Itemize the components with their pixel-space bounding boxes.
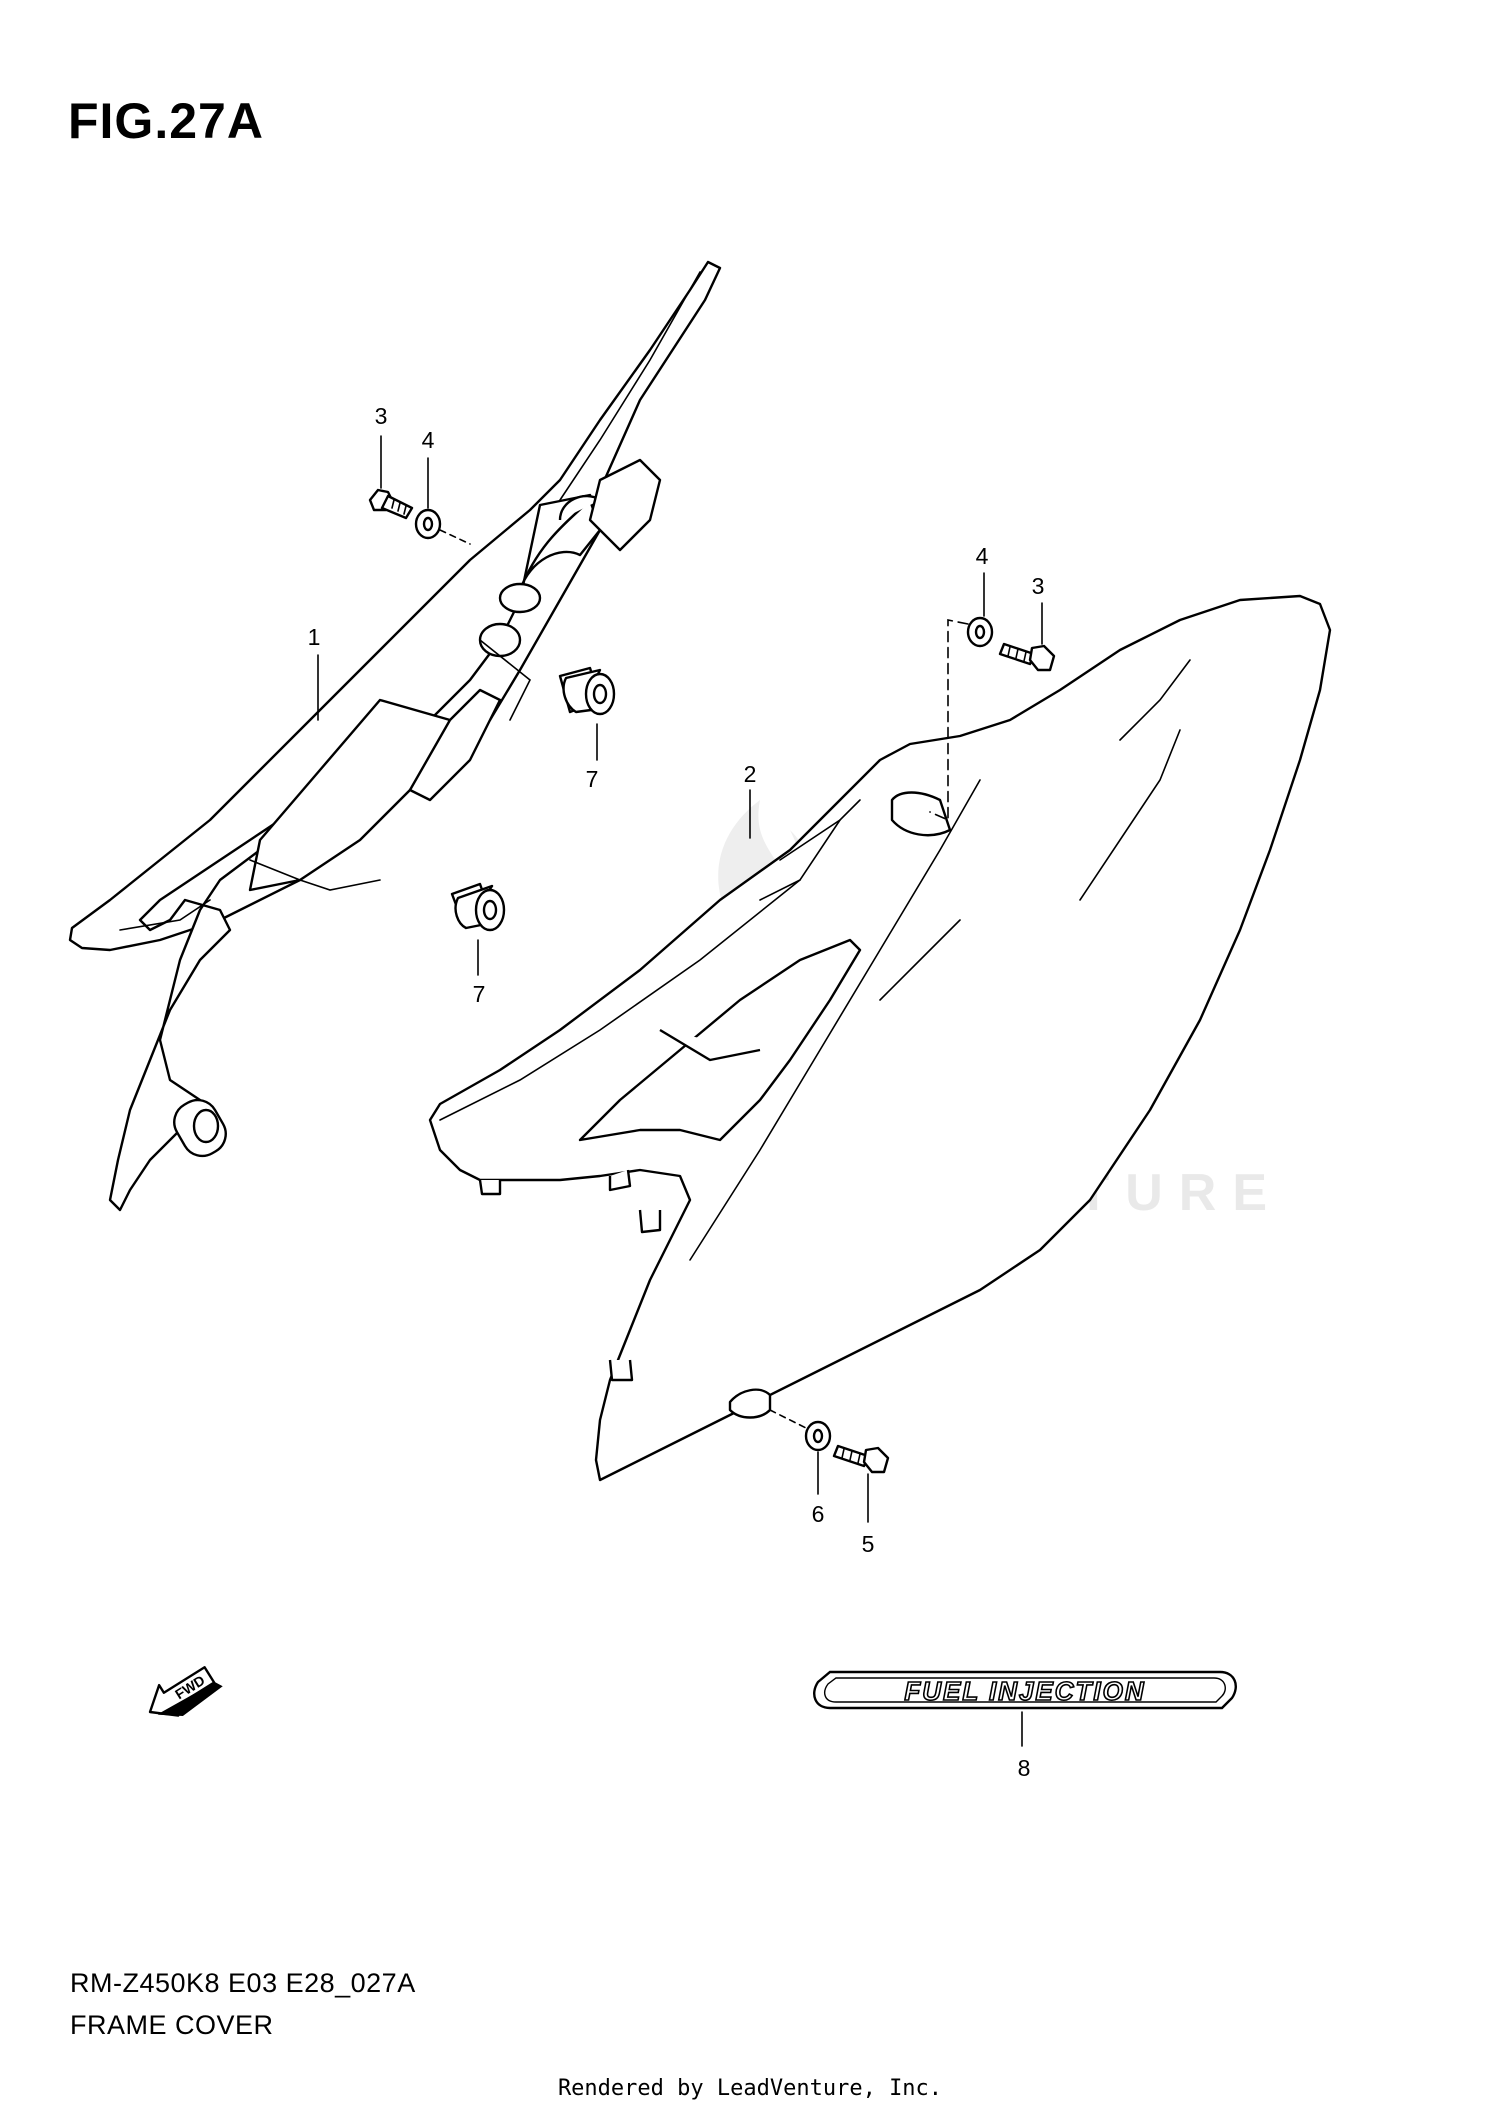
fwd-arrow-icon: FWD	[148, 1666, 223, 1717]
lower-boss	[173, 1098, 227, 1158]
callout-8: 8	[1018, 1755, 1031, 1781]
callout-1: 1	[308, 624, 321, 650]
part-3-bolt-upper-right[interactable]	[998, 642, 1056, 672]
upper-boss	[478, 458, 662, 658]
part-3-bolt-upper-left[interactable]	[368, 488, 414, 520]
callout-6: 6	[812, 1501, 825, 1527]
callout-7-upper: 7	[586, 766, 599, 792]
part-8-fuel-injection-decal[interactable]: FUEL INJECTION	[813, 1670, 1237, 1710]
part-7-spacer-upper[interactable]	[558, 666, 616, 716]
model-code: RM-Z450K8 E03 E28_027A	[70, 1968, 416, 1998]
callout-5: 5	[862, 1531, 875, 1557]
part-7-spacer-lower[interactable]	[450, 882, 506, 932]
callout-3-upper-left: 3	[375, 403, 388, 429]
callout-3-upper-right: 3	[1032, 573, 1045, 599]
section-name: FRAME COVER	[70, 2010, 274, 2040]
callout-4-upper-left: 4	[422, 427, 435, 453]
figure-title: FIG.27A	[68, 93, 264, 149]
callout-4-upper-right: 4	[976, 543, 989, 569]
part-4-washer-upper-left[interactable]	[414, 508, 442, 540]
part-1-frame-cover-left[interactable]	[68, 260, 722, 1212]
render-credit: Rendered by LeadVenture, Inc.	[557, 2076, 943, 2101]
decal-text: FUEL INJECTION	[904, 1676, 1145, 1706]
callout-2: 2	[744, 761, 757, 787]
part-6-washer-lower[interactable]	[804, 1420, 832, 1452]
part-5-bolt-lower[interactable]	[832, 1444, 890, 1474]
part-4-washer-upper-right[interactable]	[966, 616, 994, 648]
callout-7-lower: 7	[473, 981, 486, 1007]
part-2-side-cover[interactable]	[428, 594, 1332, 1482]
